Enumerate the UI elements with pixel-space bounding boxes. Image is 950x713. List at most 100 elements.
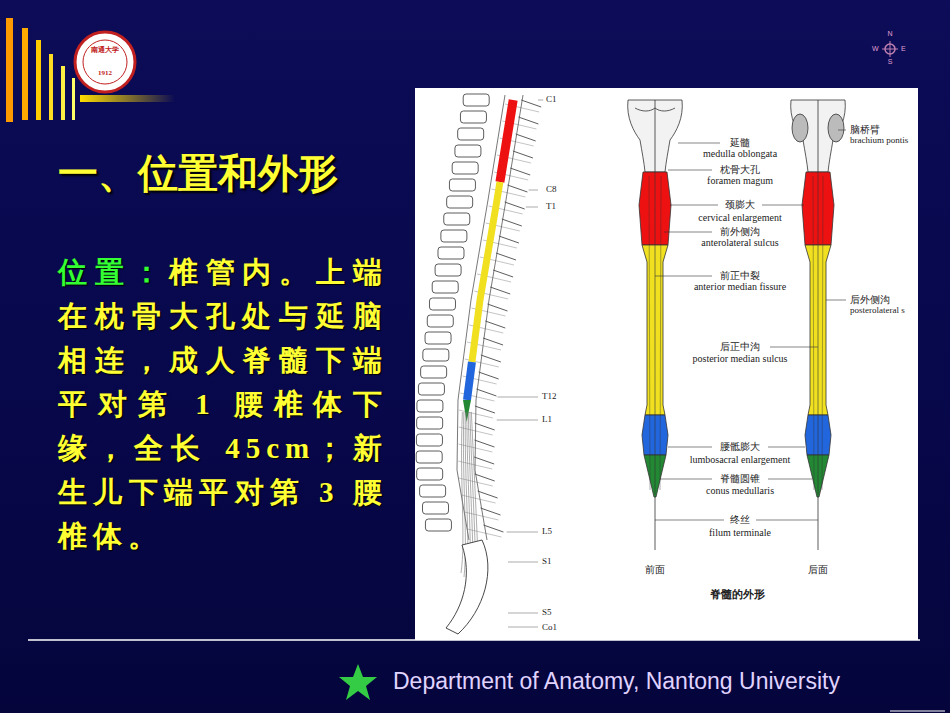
spinous-process — [475, 474, 495, 481]
spinous-process — [513, 151, 533, 158]
vertebral-body — [423, 349, 449, 361]
spinous-process — [507, 185, 527, 192]
vertebral-body — [455, 145, 481, 157]
spinal-cord-posterior — [791, 100, 846, 550]
spinal-cord-anterior — [628, 100, 683, 550]
vertebral-body — [458, 128, 484, 140]
leader-lines — [655, 130, 846, 520]
vertebral-body — [449, 179, 475, 191]
spinous-process — [478, 491, 498, 498]
part-label: 后外侧沟 — [850, 293, 890, 307]
part-label: 腰骶膨大 — [720, 440, 760, 454]
deco-bar — [72, 78, 75, 120]
part-label: 脑桥臂 — [850, 123, 880, 137]
vertebral-body — [417, 400, 443, 412]
level-tick — [529, 190, 538, 191]
divider-line — [890, 711, 945, 712]
vertebral-body — [420, 485, 446, 497]
part-label: posterolateral s — [850, 305, 905, 315]
body-text: 椎管内。上端在枕骨大孔处与延脑相连，成人脊髓下端平对第 1 腰椎体下缘，全长 4… — [58, 256, 388, 552]
spinal-cord-segment — [467, 362, 472, 400]
vertebral-body — [432, 281, 458, 293]
cauda-equina — [461, 412, 463, 573]
deco-bar — [61, 66, 65, 120]
level-label: C8 — [546, 184, 557, 194]
compass-icon — [890, 41, 891, 57]
vertebral-body — [463, 94, 489, 106]
level-label: C1 — [546, 94, 557, 104]
vertebral-body — [438, 247, 464, 259]
spinous-process — [518, 117, 538, 124]
spinous-process — [483, 525, 503, 532]
compass-letter: N — [887, 30, 892, 37]
part-label: cervical enlargement — [698, 212, 781, 223]
part-label: 前正中裂 — [720, 269, 760, 283]
deco-bar — [22, 28, 28, 120]
star-icon — [339, 664, 377, 700]
level-tick — [507, 532, 538, 533]
part-label: 枕骨大孔 — [720, 163, 760, 177]
compass-letter: W — [872, 45, 879, 52]
part-label: medulla oblongata — [703, 148, 777, 159]
vertebral-body — [429, 298, 455, 310]
university-logo — [75, 32, 135, 92]
spinous-process — [475, 406, 495, 413]
vertebral-body — [417, 468, 443, 480]
part-label: brachium pontis — [850, 135, 908, 145]
spinous-process — [474, 440, 494, 447]
level-label: S1 — [542, 556, 552, 566]
deco-bar — [49, 54, 53, 120]
spinous-process — [499, 236, 519, 243]
compass-letter: E — [901, 45, 906, 52]
part-label: filum terminale — [709, 527, 771, 538]
spinal-cord-segment — [472, 182, 500, 362]
footer-text: Department of Anatomy, Nantong Universit… — [393, 668, 840, 695]
spinous-process — [516, 134, 536, 141]
figure-caption: 脊髓的外形 — [710, 587, 765, 602]
level-label: Co1 — [542, 622, 557, 632]
spinous-process — [483, 338, 503, 345]
spinous-process — [510, 168, 530, 175]
spinous-process — [481, 355, 501, 362]
part-label: 前外侧沟 — [720, 225, 760, 239]
part-label: 延髓 — [730, 136, 750, 150]
spinous-process — [481, 508, 501, 515]
part-label: anterolateral sulcus — [701, 237, 778, 248]
vertebral-body — [416, 451, 442, 463]
vertebral-body — [452, 162, 478, 174]
body-paragraph: 位置：椎管内。上端在枕骨大孔处与延脑相连，成人脊髓下端平对第 1 腰椎体下缘，全… — [58, 250, 388, 558]
level-label: T12 — [542, 391, 557, 401]
spinous-process — [505, 202, 525, 209]
level-label: L5 — [542, 526, 552, 536]
logo-text: 1912 — [98, 69, 112, 77]
sacrum — [446, 540, 488, 634]
spinous-process — [521, 100, 541, 107]
vertebral-body — [418, 383, 444, 395]
spinous-process — [474, 457, 494, 464]
spinous-process — [496, 253, 516, 260]
slide-title: 一、位置和外形 — [58, 146, 338, 201]
part-label: 颈膨大 — [725, 198, 755, 212]
level-tick — [508, 627, 538, 628]
vertebral-body — [444, 213, 470, 225]
part-label: 终丝 — [730, 513, 750, 527]
level-label: L1 — [542, 414, 552, 424]
part-label: 后正中沟 — [720, 340, 760, 354]
level-tick — [497, 420, 538, 421]
level-tick — [526, 207, 538, 208]
logo-text: 南通大学 — [91, 45, 119, 55]
level-tick — [508, 613, 538, 614]
vertebral-body — [421, 366, 447, 378]
part-label: conus medullaris — [706, 485, 774, 496]
vertebral-body — [427, 315, 453, 327]
spine-sagittal-figure — [416, 94, 543, 634]
spinous-process — [476, 389, 496, 396]
vertebral-body — [447, 196, 473, 208]
vertebral-body — [425, 519, 451, 531]
vertebral-body — [460, 111, 486, 123]
part-label: 脊髓圆锥 — [720, 472, 760, 486]
part-label: lumbosacral enlargement — [690, 454, 791, 465]
vertebral-canal — [457, 95, 505, 540]
level-tick — [508, 562, 538, 563]
spinous-process — [502, 219, 522, 226]
